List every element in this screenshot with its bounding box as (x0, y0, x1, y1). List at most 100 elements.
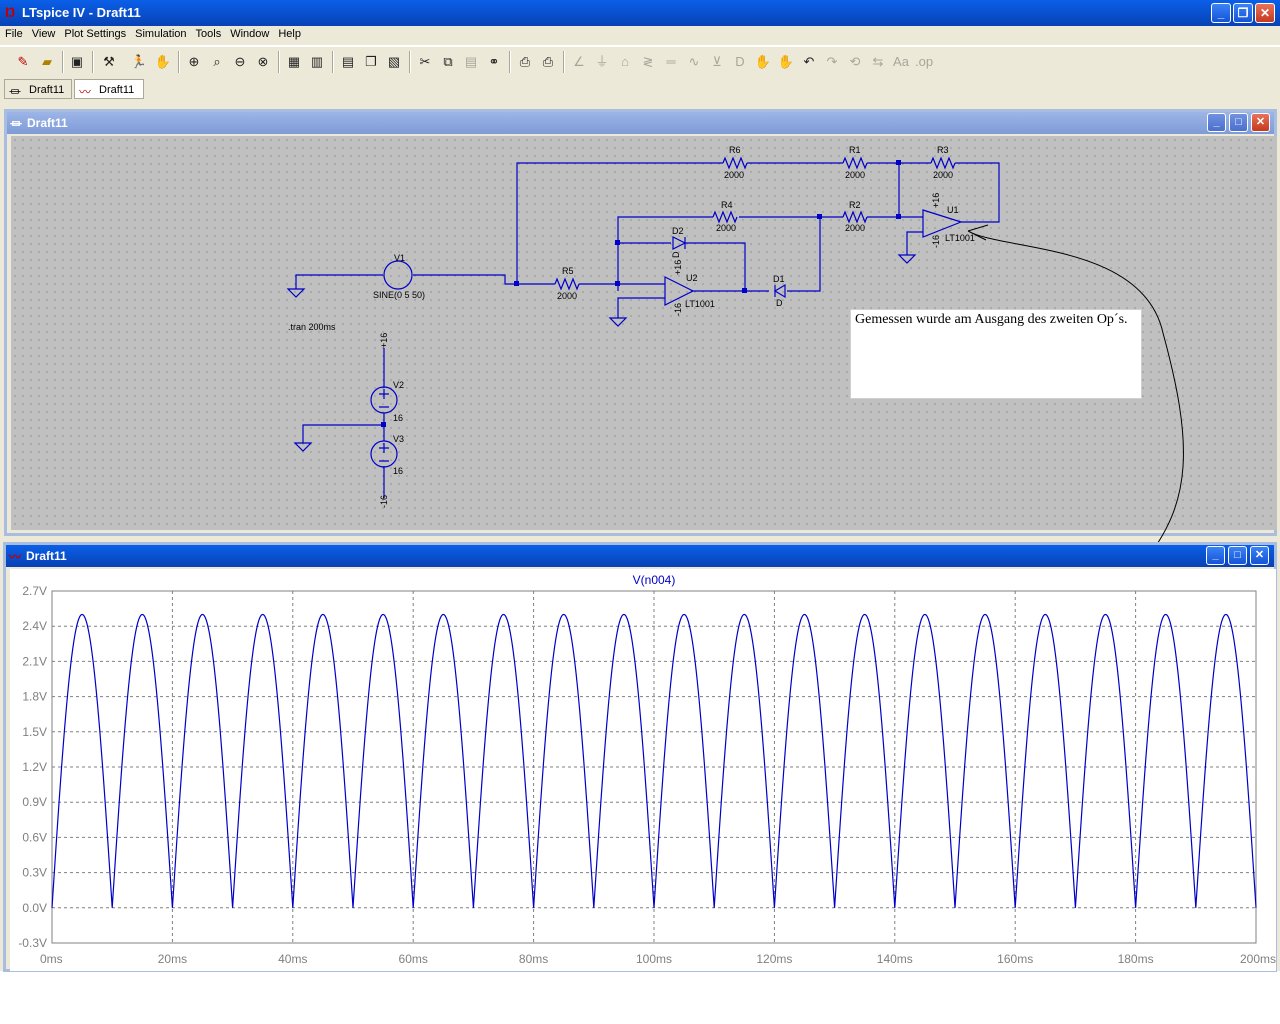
resistor-icon[interactable]: ≷ (642, 54, 654, 69)
wire (413, 274, 555, 285)
inductor-icon[interactable]: ∿ (688, 54, 700, 69)
label-net-icon[interactable]: ⌂ (621, 54, 629, 69)
save-icon[interactable]: ▣ (70, 54, 84, 69)
toolbar-separator (332, 51, 334, 73)
wire-icon[interactable]: ∠ (573, 54, 585, 69)
zoom-out-icon[interactable]: ⊖ (234, 54, 246, 69)
x-tick-label: 160ms (997, 952, 1033, 966)
new-schematic-icon[interactable]: ✎ (17, 54, 29, 69)
y-tick-label: -0.3V (18, 936, 47, 950)
u1-vplus: +16 (931, 193, 941, 208)
mirror-icon[interactable]: ⇆ (872, 54, 884, 69)
waveform-icon: 〰 (9, 550, 22, 564)
cut-icon[interactable]: ✂ (419, 54, 431, 69)
junction (381, 422, 386, 427)
component-icon[interactable]: D (735, 54, 745, 69)
waveform-chart: 2.7V2.4V2.1V1.8V1.5V1.2V0.9V0.6V0.3V0.0V… (18, 573, 1276, 966)
paste-icon[interactable]: ▤ (464, 54, 478, 69)
x-tick-label: 180ms (1118, 952, 1154, 966)
rotate-icon[interactable]: ⟲ (849, 54, 861, 69)
status-area (0, 972, 1280, 1024)
ground (608, 317, 628, 327)
wire (617, 297, 665, 318)
r1-name: R1 (849, 145, 861, 155)
menu-file[interactable]: File (5, 28, 23, 40)
toolbar-separator (62, 51, 64, 73)
schematic-window-title: Draft11 (27, 116, 68, 130)
menu-tools[interactable]: Tools (195, 28, 222, 40)
zoom-fit-icon[interactable]: ⊗ (257, 54, 269, 69)
plot-window-titlebar[interactable]: 〰 Draft11 _ □ ✕ (6, 545, 1274, 567)
ground-icon[interactable]: ⏚ (595, 54, 609, 69)
control-panel-icon[interactable]: ⚒ (103, 54, 115, 69)
waveform-icon: 〰 (79, 85, 92, 99)
d1-name: D1 (773, 274, 785, 284)
y-tick-label: 0.6V (22, 830, 47, 844)
schematic-drawing: R6 2000 R1 2000 R3 2000 R4 2000 R2 2000 … (286, 145, 1184, 602)
menu-help[interactable]: Help (278, 28, 301, 40)
schematic-close-button[interactable]: ✕ (1251, 113, 1270, 132)
halt-hand-icon[interactable]: ✋ (154, 54, 172, 69)
zoom-in-icon[interactable]: ⊕ (188, 54, 200, 69)
menu-view[interactable]: View (31, 28, 56, 40)
menu-plot-settings[interactable]: Plot Settings (64, 28, 127, 40)
x-tick-label: 0ms (40, 952, 63, 966)
u1-model: LT1001 (945, 233, 975, 243)
run-icon[interactable]: 🏃 (130, 54, 148, 69)
ground (897, 254, 917, 264)
r2-value: 2000 (845, 223, 865, 233)
schematic-minimize-button[interactable]: _ (1207, 113, 1226, 132)
move-hand-icon[interactable]: ✋ (754, 54, 772, 69)
plot-minimize-button[interactable]: _ (1206, 546, 1225, 565)
v2-value: 16 (393, 413, 403, 423)
v2-net-label: +16 (379, 333, 389, 348)
print-preview-icon[interactable]: ⎙ (519, 54, 531, 69)
schematic-icon: ⏛ (10, 117, 23, 131)
spice-directive-icon[interactable]: .op (915, 54, 934, 69)
tab-schematic[interactable]: ⏛ Draft11 (4, 79, 72, 99)
copy-icon[interactable]: ⧉ (443, 54, 453, 69)
v1-name: V1 (394, 253, 405, 263)
y-tick-label: 0.0V (22, 901, 47, 915)
plot-maximize-button[interactable]: □ (1228, 546, 1247, 565)
redo-icon[interactable]: ↷ (826, 54, 838, 69)
text-icon[interactable]: Aa (893, 54, 909, 69)
print-icon[interactable]: ⎙ (542, 54, 554, 69)
pan-icon[interactable]: ⌕ (213, 54, 221, 69)
manual-limits-icon[interactable]: ▥ (310, 54, 324, 69)
capacitor-icon[interactable]: ═ (666, 54, 676, 69)
menu-window[interactable]: Window (230, 28, 270, 40)
source-v2 (370, 386, 398, 414)
toolbar-separator (509, 51, 511, 73)
menu-simulation[interactable]: Simulation (135, 28, 187, 40)
r3-name: R3 (937, 145, 949, 155)
undo-icon[interactable]: ↶ (803, 54, 815, 69)
toolbar-separator (92, 51, 94, 73)
source-v1 (383, 260, 413, 290)
tile-horizontal-icon[interactable]: ▤ (341, 54, 355, 69)
u1-vminus: -16 (931, 235, 941, 248)
cascade-icon[interactable]: ❐ (365, 54, 377, 69)
y-tick-label: 1.8V (22, 690, 47, 704)
restore-button[interactable]: ❐ (1233, 3, 1253, 23)
y-tick-label: 0.3V (22, 866, 47, 880)
find-binoculars-icon[interactable]: ⚭ (488, 54, 500, 69)
drag-hand-icon[interactable]: ✋ (777, 54, 795, 69)
autorange-icon[interactable]: ▦ (287, 54, 301, 69)
resistor-r5 (554, 277, 580, 291)
tab-plot[interactable]: 〰 Draft11 (74, 79, 144, 99)
tile-vertical-icon[interactable]: ▧ (387, 54, 401, 69)
schematic-maximize-button[interactable]: □ (1229, 113, 1248, 132)
r5-value: 2000 (557, 291, 577, 301)
wire (955, 162, 1000, 223)
plot-close-button[interactable]: ✕ (1250, 546, 1269, 565)
schematic-icon: ⏛ (9, 85, 22, 99)
open-folder-icon[interactable]: ▰ (42, 54, 52, 69)
diode-icon[interactable]: ⊻ (712, 54, 722, 69)
u2-vplus: +16 (673, 260, 683, 275)
close-button[interactable]: ✕ (1255, 3, 1275, 23)
schematic-window-titlebar[interactable]: ⏛ Draft11 _ □ ✕ (7, 112, 1274, 134)
minimize-button[interactable]: _ (1211, 3, 1231, 23)
